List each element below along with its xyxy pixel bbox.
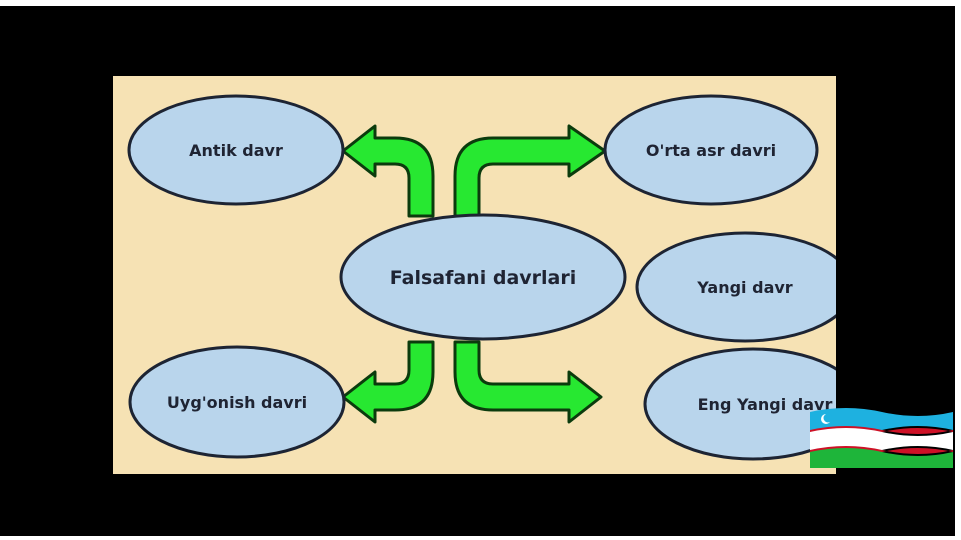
arrow-up-right	[453, 124, 607, 218]
arrow-up-left	[341, 124, 435, 218]
period-label-uygonish: Uyg'onish davri	[167, 393, 307, 412]
period-node-eng-yangi: Eng Yangi davr	[643, 347, 836, 461]
curved-arrow-icon	[453, 124, 607, 218]
period-node-uygonish: Uyg'onish davri	[128, 345, 346, 459]
period-label-yangi: Yangi davr	[696, 278, 792, 297]
arrow-down-right	[453, 340, 603, 424]
curved-arrow-icon	[341, 340, 435, 424]
arrow-down-left	[341, 340, 435, 424]
curved-arrow-icon	[341, 124, 435, 218]
period-node-orta-asr: O'rta asr davri	[603, 94, 819, 206]
slide: Falsafani davrlari Antik davr O'rta asr …	[113, 76, 836, 474]
curved-arrow-icon	[453, 340, 603, 424]
uzbekistan-flag-icon	[810, 408, 953, 468]
center-label: Falsafani davrlari	[390, 267, 576, 289]
period-label-orta-asr: O'rta asr davri	[646, 141, 776, 160]
period-label-eng-yangi: Eng Yangi davr	[698, 395, 833, 414]
black-frame: Falsafani davrlari Antik davr O'rta asr …	[0, 6, 955, 536]
period-label-antik: Antik davr	[189, 141, 283, 160]
period-node-yangi: Yangi davr	[635, 231, 836, 343]
center-node: Falsafani davrlari	[339, 213, 627, 341]
period-node-antik: Antik davr	[127, 94, 345, 206]
philosophy-periods-diagram: Falsafani davrlari Antik davr O'rta asr …	[127, 94, 836, 461]
